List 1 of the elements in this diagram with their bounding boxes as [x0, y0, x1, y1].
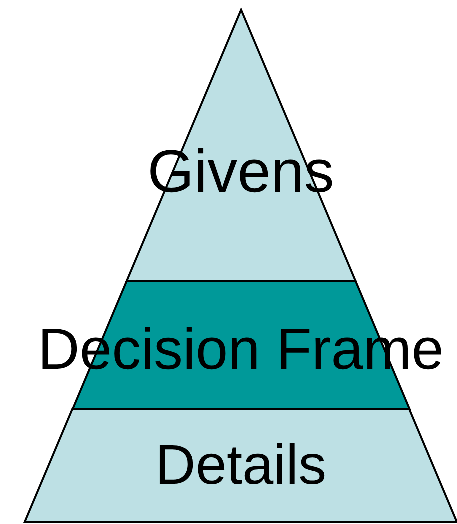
tier-label: Details: [155, 437, 327, 493]
